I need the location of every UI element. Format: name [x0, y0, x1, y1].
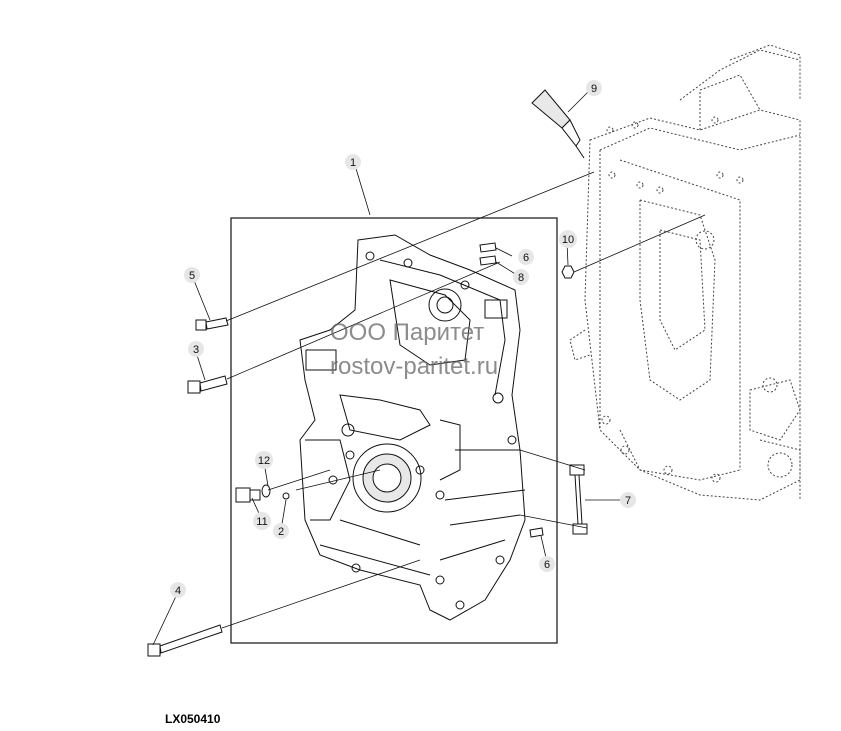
fitting-2 [282, 492, 290, 500]
callout-7: 7 [620, 492, 636, 508]
callout-11: 11 [253, 512, 271, 530]
svg-text:4: 4 [175, 585, 181, 597]
assembly-frame [230, 217, 558, 644]
rear-cover-assembly [299, 234, 526, 621]
svg-text:7: 7 [625, 495, 631, 507]
callout-5: 5 [184, 267, 200, 283]
svg-text:2: 2 [278, 526, 284, 538]
callout-10: 10 [559, 230, 577, 248]
callout-4: 4 [170, 582, 186, 598]
callout-6-top: 6 [518, 249, 534, 265]
plug-11 [235, 484, 271, 503]
svg-text:8: 8 [518, 272, 524, 284]
svg-text:3: 3 [193, 344, 199, 356]
svg-text:12: 12 [258, 455, 270, 467]
svg-text:6: 6 [523, 252, 529, 264]
long-bolt-4 [147, 624, 223, 657]
callout-8: 8 [513, 269, 529, 285]
drawing-code: LX050410 [165, 712, 221, 726]
callouts: 1 2 3 4 5 6 6 7 [170, 80, 636, 598]
watermark-line-1: ООО Паритет [330, 319, 484, 346]
svg-text:6: 6 [544, 559, 550, 571]
watermark: ООО Паритет rostov-paritet.ru [330, 319, 498, 380]
svg-text:9: 9 [591, 83, 597, 95]
callout-3: 3 [188, 341, 204, 357]
callout-2: 2 [273, 523, 289, 539]
callout-9: 9 [586, 80, 602, 96]
svg-text:11: 11 [256, 516, 267, 528]
callout-1: 1 [345, 154, 361, 170]
bolt-3 [187, 375, 228, 394]
leader-lines [152, 88, 706, 646]
sealant-tube-9 [531, 89, 585, 159]
svg-text:1: 1 [350, 157, 356, 169]
bolt-5 [195, 317, 229, 331]
svg-text:5: 5 [189, 270, 195, 282]
nut-10 [561, 265, 575, 279]
dowel-pins [479, 242, 544, 538]
transmission-housing [569, 44, 801, 501]
svg-text:10: 10 [562, 234, 574, 246]
tie-rod-7 [569, 464, 588, 535]
callout-6-bottom: 6 [539, 556, 555, 572]
callout-12: 12 [255, 451, 273, 469]
watermark-line-2: rostov-paritet.ru [330, 353, 498, 380]
